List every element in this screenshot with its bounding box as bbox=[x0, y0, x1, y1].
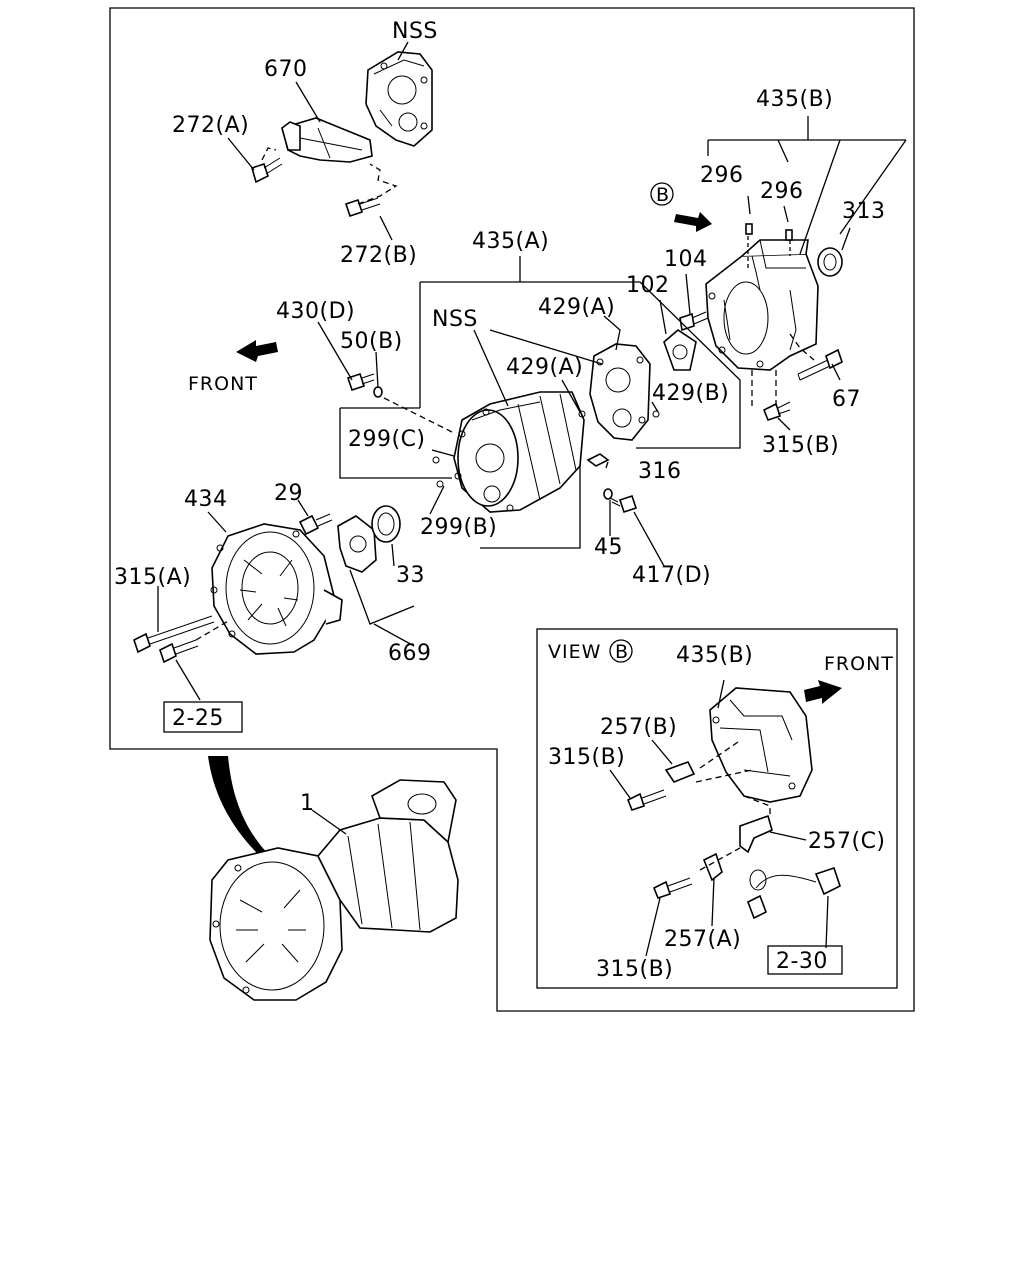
bolt-315b-top bbox=[762, 401, 791, 421]
bolt-67 bbox=[797, 348, 843, 381]
bolt-315b-view-top bbox=[626, 789, 667, 811]
ref-box-2-25[interactable] bbox=[163, 701, 243, 733]
label-429a-mid: 429(A) bbox=[506, 355, 583, 380]
ref-2-25-text[interactable]: 2-25 bbox=[172, 706, 224, 731]
label-33: 33 bbox=[396, 563, 425, 588]
label-429a-top: 429(A) bbox=[538, 295, 615, 320]
label-315a: 315(A) bbox=[114, 565, 191, 590]
label-45: 45 bbox=[594, 535, 623, 560]
seal-313 bbox=[817, 247, 843, 277]
bolt-272a bbox=[251, 157, 283, 184]
view-b-box bbox=[536, 628, 898, 989]
label-316: 316 bbox=[638, 459, 682, 484]
label-435b-top: 435(B) bbox=[756, 87, 833, 112]
label-50b: 50(B) bbox=[340, 329, 403, 354]
bolt-29 bbox=[298, 513, 333, 536]
view-title: VIEW bbox=[548, 641, 601, 663]
bolt-272b bbox=[344, 197, 381, 218]
bolts-315a bbox=[133, 615, 215, 664]
arrow-to-view-b bbox=[674, 212, 712, 232]
view-title-circle-letter: B bbox=[615, 641, 629, 663]
bracket-257c bbox=[739, 814, 773, 854]
label-315b-view-bottom: 315(B) bbox=[596, 957, 673, 982]
bolt-315b-view-bottom bbox=[652, 877, 693, 899]
pin-316 bbox=[586, 453, 610, 467]
label-29: 29 bbox=[274, 481, 303, 506]
clip-257a bbox=[702, 852, 723, 882]
label-102: 102 bbox=[626, 273, 670, 298]
label-296b: 296 bbox=[760, 179, 804, 204]
label-296a: 296 bbox=[700, 163, 744, 188]
front-arrow-view bbox=[804, 680, 842, 704]
washer-45-bolt-417d bbox=[603, 488, 638, 514]
switch-harness bbox=[746, 866, 841, 920]
label-434: 434 bbox=[184, 487, 228, 512]
label-313: 313 bbox=[842, 199, 886, 224]
label-nss-top: NSS bbox=[392, 19, 438, 44]
label-view-b-marker: B bbox=[656, 184, 670, 206]
label-435a: 435(A) bbox=[472, 229, 549, 254]
label-315b-view-top: 315(B) bbox=[548, 745, 625, 770]
bracket-257b bbox=[664, 761, 696, 783]
label-417d: 417(D) bbox=[632, 563, 711, 588]
clutch-housing-434 bbox=[210, 523, 343, 655]
label-430d: 430(D) bbox=[276, 299, 355, 324]
label-1: 1 bbox=[300, 791, 315, 816]
label-299c: 299(C) bbox=[348, 427, 426, 452]
view-housing-435b bbox=[709, 687, 813, 803]
gasket-102 bbox=[663, 328, 697, 371]
transmission-case-435a bbox=[453, 391, 585, 513]
transmission-assembly-1 bbox=[209, 779, 459, 1001]
label-104: 104 bbox=[664, 247, 708, 272]
seal-33 bbox=[371, 505, 401, 543]
label-nss-mid: NSS bbox=[432, 307, 478, 332]
label-299b: 299(B) bbox=[420, 515, 497, 540]
extension-housing-435b bbox=[705, 239, 819, 371]
label-435b-view: 435(B) bbox=[676, 643, 753, 668]
label-front-left: FRONT bbox=[188, 373, 258, 395]
label-272b: 272(B) bbox=[340, 243, 417, 268]
label-670: 670 bbox=[264, 57, 308, 82]
label-257a: 257(A) bbox=[664, 927, 741, 952]
center-plate-nss bbox=[589, 343, 651, 441]
ref-box-2-30[interactable] bbox=[767, 945, 843, 975]
ref-2-30-text[interactable]: 2-30 bbox=[776, 949, 828, 974]
front-arrow-left bbox=[236, 340, 278, 362]
view-b-marker-circle bbox=[650, 182, 674, 206]
label-315b-top: 315(B) bbox=[762, 433, 839, 458]
bracket-670 bbox=[281, 117, 373, 163]
view-b-title-circle bbox=[609, 639, 633, 663]
label-429b: 429(B) bbox=[652, 381, 729, 406]
diagram-frame bbox=[109, 7, 915, 1012]
callout-sweep bbox=[208, 756, 272, 862]
label-257b: 257(B) bbox=[600, 715, 677, 740]
nss-cover-plate bbox=[365, 51, 433, 147]
label-67: 67 bbox=[832, 387, 861, 412]
label-272a: 272(A) bbox=[172, 113, 249, 138]
label-257c: 257(C) bbox=[808, 829, 886, 854]
plug-296 bbox=[745, 223, 793, 241]
bearing-retainer-669 bbox=[337, 515, 377, 573]
bolt-104 bbox=[679, 311, 709, 332]
label-front-view: FRONT bbox=[824, 653, 894, 675]
label-669: 669 bbox=[388, 641, 432, 666]
